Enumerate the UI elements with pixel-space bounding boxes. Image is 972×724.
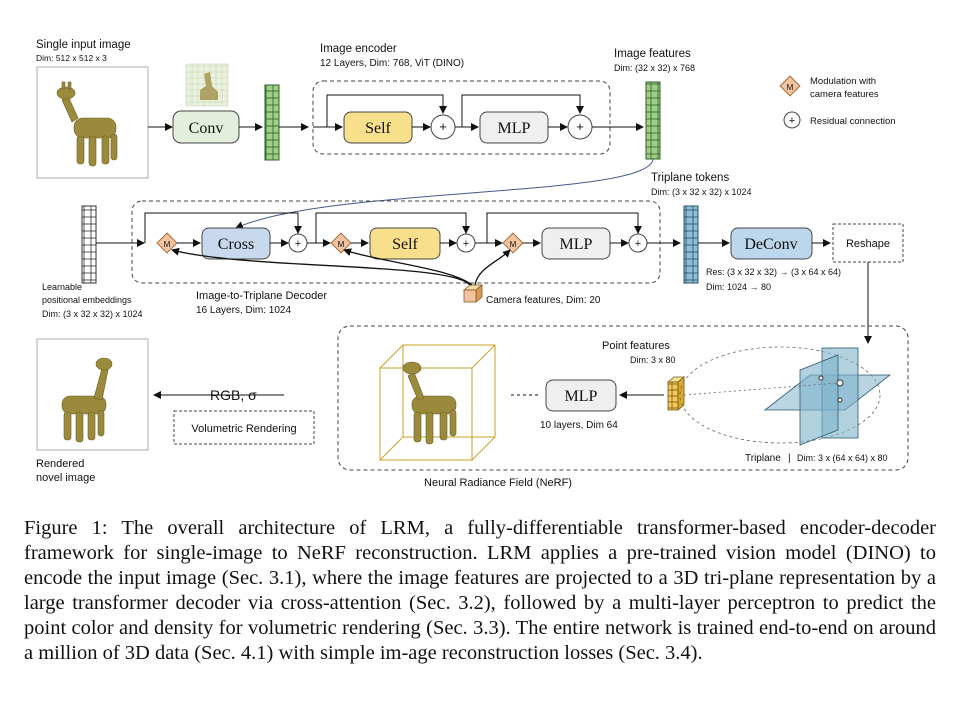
triplane-tokens-dim: Dim: (3 x 32 x 32) x 1024 [651, 187, 752, 197]
nerf-dashed-box [337, 325, 909, 471]
encoder-title: Image encoder [320, 43, 397, 55]
decoder-self-label: Self [392, 236, 418, 253]
triplane-separator: | [788, 453, 791, 464]
figure-caption: Figure 1: The overall architecture of LR… [24, 517, 936, 664]
point-features-dim: Dim: 3 x 80 [630, 355, 676, 365]
input-image [36, 66, 149, 179]
deconv-dim: Dim: 1024 → 80 [706, 282, 771, 292]
triplane-dim: Dim: 3 x (64 x 64) x 80 [797, 453, 888, 463]
deconv-res: Res: (3 x 32 x 32) → (3 x 64 x 64) [706, 267, 841, 277]
volumetric-label: Volumetric Rendering [191, 423, 296, 435]
decoder-self-block: Self [369, 227, 441, 260]
encoder-dashed-box [312, 80, 611, 155]
modulation-icon [779, 75, 801, 97]
conv-block: Conv [172, 110, 240, 144]
decoder-skip-2 [315, 212, 470, 243]
rgb-sigma-label: RGB, σ [210, 387, 257, 403]
arrow-features-to-cross [235, 158, 654, 229]
legend: M Modulation with camera features + Resi… [779, 75, 896, 129]
encoder-self-label: Self [365, 120, 391, 137]
svg-text:M: M [164, 240, 171, 249]
svg-text:+: + [439, 119, 447, 134]
decoder-dashed-box [131, 200, 661, 284]
svg-text:+: + [576, 119, 584, 134]
volumetric-rendering-box: Volumetric Rendering [173, 410, 315, 445]
svg-text:M: M [510, 240, 517, 249]
input-dim: Dim: 512 x 512 x 3 [36, 53, 107, 63]
patch-grid-image [185, 63, 229, 107]
cross-label: Cross [218, 236, 254, 253]
reshape-label: Reshape [846, 238, 890, 250]
cross-attention-block: Cross [201, 227, 271, 260]
camera-to-mod1 [171, 247, 471, 286]
decoder-residual-2: + [456, 233, 476, 253]
learnable-line2: positional embeddings [42, 295, 132, 305]
camera-features-label: Camera features, Dim: 20 [486, 295, 601, 306]
reshape-box: Reshape [832, 223, 904, 263]
decoder-residual-1: + [288, 233, 308, 253]
decoder-sub: 16 Layers, Dim: 1024 [196, 305, 291, 316]
legend-residual: Residual connection [810, 116, 896, 127]
triplane-tokens-title: Triplane tokens [651, 172, 729, 184]
triplane-illustration [679, 346, 892, 446]
encoder-skip-2 [461, 94, 584, 127]
image-features-dim: Dim: (32 x 32) x 768 [614, 63, 695, 73]
image-features-title: Image features [614, 48, 691, 60]
camera-to-mod2 [343, 248, 473, 286]
nerf-volume-cube [379, 344, 496, 461]
svg-text:+: + [635, 238, 641, 250]
nerf-mlp-block: MLP [545, 379, 617, 412]
nerf-label: Neural Radiance Field (NeRF) [424, 477, 572, 489]
encoder-mlp-block: MLP [479, 111, 549, 144]
deconv-label: DeConv [744, 236, 797, 253]
svg-text:M: M [338, 240, 345, 249]
decoder-mlp-block: MLP [541, 227, 611, 260]
rendered-giraffe-image [61, 357, 113, 443]
decoder-mlp-label: MLP [560, 236, 593, 253]
input-title: Single input image [36, 39, 131, 51]
rendered-image [36, 338, 149, 451]
deconv-block: DeConv [730, 227, 813, 260]
modulation-2: M [330, 232, 352, 254]
learnable-dim: Dim: (3 x 32 x 32) x 1024 [42, 309, 143, 319]
image-features-icon [645, 81, 661, 160]
nerf-mlp-label: MLP [565, 388, 598, 405]
point-features-title: Point features [602, 340, 670, 352]
legend-modulation-2: camera features [810, 89, 879, 100]
architecture-figure: Single input image Dim: 512 x 512 x 3 Co… [36, 39, 909, 489]
point-features-icon [666, 376, 686, 411]
learnable-line1: Learnable [42, 282, 82, 292]
triplane-tokens-icon [683, 205, 699, 284]
camera-to-mod3 [474, 249, 511, 286]
decoder-skip-1 [144, 212, 302, 243]
rendered-line2: novel image [36, 472, 95, 484]
residual-icon [783, 111, 801, 129]
modulation-3: M [502, 232, 524, 254]
decoder-title: Image-to-Triplane Decoder [196, 290, 327, 302]
encoder-skip-1 [326, 94, 447, 127]
triplane-title: Triplane [745, 453, 781, 464]
decoder-residual-3: + [628, 233, 648, 253]
giraffe-toy-image [56, 81, 118, 167]
svg-text:+: + [463, 238, 469, 250]
legend-modulation-1: Modulation with [810, 76, 876, 87]
encoder-residual-1: + [430, 114, 456, 140]
encoder-mlp-label: MLP [498, 120, 531, 137]
svg-text:M: M [787, 83, 794, 92]
svg-text:+: + [295, 238, 301, 250]
svg-text:+: + [789, 115, 795, 127]
conv-label: Conv [189, 120, 224, 137]
encoder-self-block: Self [343, 111, 413, 144]
nerf-mlp-sub: 10 layers, Dim 64 [540, 420, 618, 431]
patch-tokens-icon [264, 84, 280, 161]
encoder-residual-2: + [567, 114, 593, 140]
decoder-skip-3 [486, 212, 642, 243]
nerf-giraffe-image [402, 361, 457, 445]
positional-embeddings-icon [81, 205, 97, 284]
rendered-line1: Rendered [36, 458, 84, 470]
encoder-sub: 12 Layers, Dim: 768, ViT (DINO) [320, 58, 464, 69]
camera-features-icon [462, 284, 484, 303]
